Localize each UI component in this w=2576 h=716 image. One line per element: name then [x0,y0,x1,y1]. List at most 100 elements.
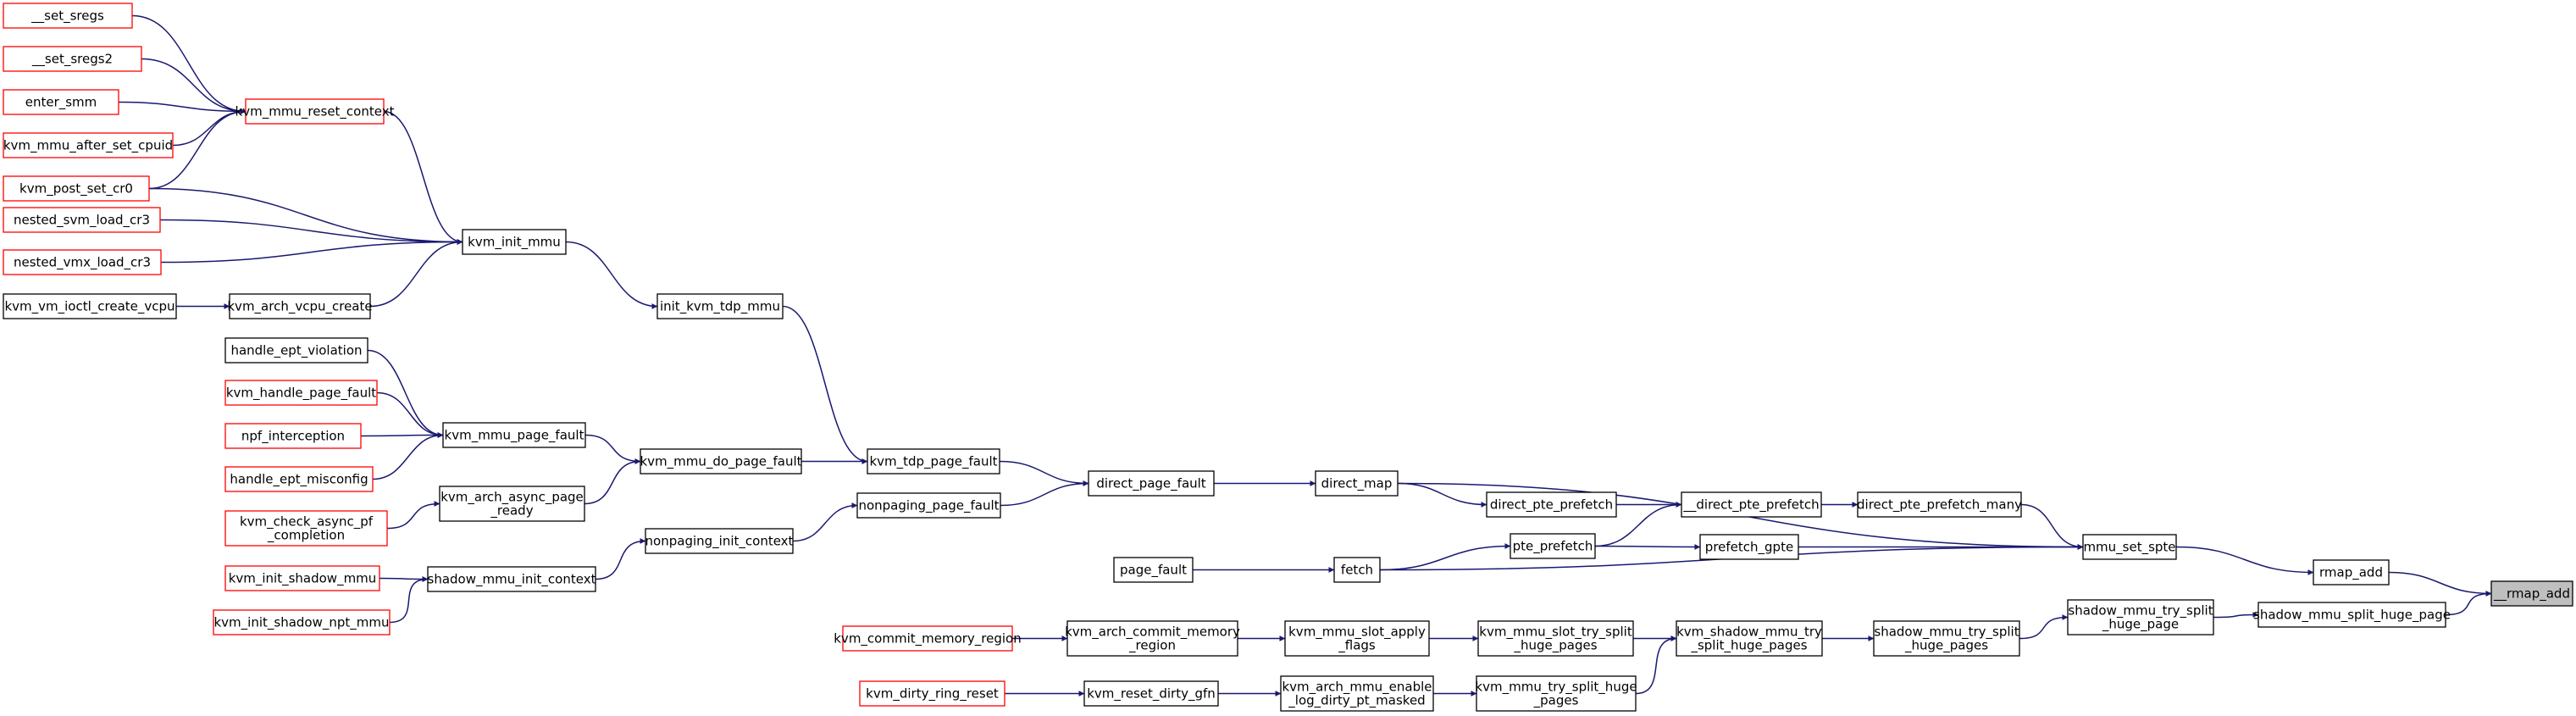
node-box [2313,559,2390,586]
node-label: kvm_commit_memory_region [834,631,1021,647]
node-box [656,293,784,319]
node-label: enter_smm [25,95,97,111]
graph-node-kvm-tdp-page-fault[interactable]: kvm_tdp_page_fault [867,448,1000,475]
graph-node-nested-vmx-load-cr3[interactable]: nested_vmx_load_cr3 [3,249,162,275]
graph-node-kvm-arch-mmu-enable-log-dirty-pt-masked[interactable]: kvm_arch_mmu_enable_log_dirty_pt_masked [1280,675,1434,712]
node-label: direct_pte_prefetch [1490,497,1613,513]
graph-node-handle-ept-misconfig[interactable]: handle_ept_misconfig [224,466,374,492]
graph-edge [999,460,1089,486]
graph-edge [389,576,429,624]
graph-node-shadow-mmu-init-context[interactable]: shadow_mmu_init_context [427,566,596,592]
graph-node-prefetch-gpte[interactable]: prefetch_gpte [1699,534,1799,560]
node-label: _completion [267,528,345,544]
graph-node-nonpaging-init-context[interactable]: nonpaging_init_context [645,528,794,554]
node-box [1333,557,1381,583]
graph-node-kvm-mmu-after-set-cpuid[interactable]: kvm_mmu_after_set_cpuid [3,132,174,158]
graph-edge [367,349,444,438]
graph-node-shadow-mmu-try-split-huge-pages[interactable]: shadow_mmu_try_split_huge_pages [1873,620,2020,657]
graph-node-fetch[interactable]: fetch [1333,557,1381,583]
graph-edge [372,432,444,480]
graph-node-mmu-set-spte[interactable]: mmu_set_spte [2082,534,2177,560]
node-label: _split_huge_pages [1690,638,1807,654]
graph-node-handle-ept-violation[interactable]: handle_ept_violation [224,337,368,364]
node-label: _huge_page [2102,617,2179,633]
graph-node-nonpaging-page-fault[interactable]: nonpaging_page_fault [856,492,1001,519]
node-label: shadow_mmu_init_context [428,572,596,588]
graph-node-set-sregs2[interactable]: __set_sregs2 [3,46,142,72]
graph-node-kvm-arch-commit-memory-region[interactable]: kvm_arch_commit_memory_region [1065,620,1240,657]
graph-node-direct-page-fault[interactable]: direct_page_fault [1088,470,1215,497]
node-label: kvm_check_async_pf [240,514,374,530]
edge-kvm_handle_page_fault-to-kvm_mmu_page_fault [376,391,444,438]
node-box [1088,470,1215,497]
graph-node-kvm-shadow-mmu-try-split-huge-pages[interactable]: kvm_shadow_mmu_try_split_huge_pages [1676,620,1823,657]
graph-node-kvm-commit-memory-region[interactable]: kvm_commit_memory_region [834,625,1022,652]
node-box [229,293,371,319]
graph-node-kvm-init-mmu[interactable]: kvm_init_mmu [462,229,567,255]
graph-edge [584,458,641,505]
graph-node-kvm-arch-vcpu-create[interactable]: kvm_arch_vcpu_create [227,293,373,319]
node-label: kvm_mmu_do_page_fault [640,454,801,470]
node-box [3,46,142,72]
graph-node-kvm-check-async-pf-completion[interactable]: kvm_check_async_pf_completion [224,510,388,547]
edge-kvm_init_mmu-to-init_kvm_tdp_mmu [565,241,658,309]
graph-node-kvm-mmu-reset-context[interactable]: kvm_mmu_reset_context [235,98,395,125]
node-label: kvm_post_set_cr0 [19,181,133,197]
graph-edge [1379,543,1511,571]
node-box [1083,680,1219,707]
edge-kvm_init_shadow_npt_mmu-to-shadow_mmu_init_context [389,576,429,624]
graph-node-nested-svm-load-cr3[interactable]: nested_svm_load_cr3 [3,207,161,233]
graph-node-kvm-dirty-ring-reset[interactable]: kvm_dirty_ring_reset [859,680,1005,707]
graph-node-npf-interception[interactable]: npf_interception [224,423,362,449]
graph-edge [131,14,247,114]
graph-node-kvm-mmu-page-fault[interactable]: kvm_mmu_page_fault [442,422,586,448]
edge-kvm_arch_vcpu_create-to-kvm_init_mmu [369,239,463,308]
edge-enter_smm-to-kvm_mmu_reset_context [118,101,247,114]
graph-node-kvm-mmu-slot-try-split-huge-pages[interactable]: kvm_mmu_slot_try_split_huge_pages [1477,620,1634,657]
edge-rmap_add-to-rmap_add2 [2388,571,2492,597]
graph-node-kvm-mmu-do-page-fault[interactable]: kvm_mmu_do_page_fault [640,448,802,475]
graph-node-kvm-post-set-cr0[interactable]: kvm_post_set_cr0 [3,175,150,202]
edge-pte_prefetch-to-direct_pte_prefetch2 [1594,502,1682,547]
graph-node-enter-smm[interactable]: enter_smm [3,89,119,115]
graph-edge [1000,480,1089,507]
node-label: kvm_dirty_ring_reset [866,686,999,702]
graph-node-kvm-reset-dirty-gfn[interactable]: kvm_reset_dirty_gfn [1083,680,1219,707]
graph-node-set-sregs[interactable]: __set_sregs [3,3,133,29]
graph-node-kvm-init-shadow-npt-mmu[interactable]: kvm_init_shadow_npt_mmu [213,609,391,636]
edge-shadow_mmu_try_split_huge_page-to-shadow_mmu_split_huge_page [2213,612,2259,619]
graph-node-kvm-init-shadow-mmu[interactable]: kvm_init_shadow_mmu [224,565,380,591]
graph-node-shadow-mmu-split-huge-page[interactable]: shadow_mmu_split_huge_page [2253,602,2451,628]
graph-node-pte-prefetch[interactable]: pte_prefetch [1510,533,1596,559]
node-label: kvm_mmu_reset_context [235,104,395,120]
graph-node-kvm-vm-ioctl-create-vcpu[interactable]: kvm_vm_ioctl_create_vcpu [3,293,177,319]
graph-edge [386,501,440,530]
graph-node-shadow-mmu-try-split-huge-page[interactable]: shadow_mmu_try_split_huge_page [2067,599,2214,636]
graph-node-init-kvm-tdp-mmu[interactable]: init_kvm_tdp_mmu [656,293,784,319]
node-box [842,625,1013,652]
graph-node-direct-map[interactable]: direct_map [1315,470,1399,497]
edge-shadow_mmu_split_huge_page-to-rmap_add2 [2445,591,2492,616]
node-box [3,175,150,202]
edge-nonpaging_init_context-to-nonpaging_page_fault [792,502,858,542]
node-box [2490,580,2573,607]
node-label: kvm_tdp_page_fault [869,454,997,470]
graph-node-kvm-mmu-try-split-huge-pages[interactable]: kvm_mmu_try_split_huge_pages [1475,675,1637,712]
graph-node-kvm-arch-async-page-ready[interactable]: kvm_arch_async_page_ready [439,486,585,522]
node-label: pte_prefetch [1513,539,1593,555]
graph-node-kvm-handle-page-fault[interactable]: kvm_handle_page_fault [224,380,378,406]
node-label: __direct_pte_prefetch [1682,497,1819,513]
edge-kvm_mmu_page_fault-to-kvm_mmu_do_page_fault [584,434,641,464]
node-box [856,492,1001,519]
graph-node-direct-pte-prefetch2[interactable]: __direct_pte_prefetch [1681,491,1822,518]
graph-node-direct-pte-prefetch-many[interactable]: direct_pte_prefetch_many [1857,491,2022,518]
node-box [245,98,385,125]
node-label: handle_ept_violation [230,343,362,359]
node-box [3,89,119,115]
graph-node-rmap-add[interactable]: rmap_add [2313,559,2390,586]
node-label: direct_map [1321,476,1393,492]
graph-node-page-fault[interactable]: page_fault [1113,557,1194,583]
graph-node-kvm-mmu-slot-apply-flags[interactable]: kvm_mmu_slot_apply_flags [1284,620,1430,657]
graph-node-direct-pte-prefetch[interactable]: direct_pte_prefetch [1486,491,1617,518]
node-label: handle_ept_misconfig [230,472,368,488]
